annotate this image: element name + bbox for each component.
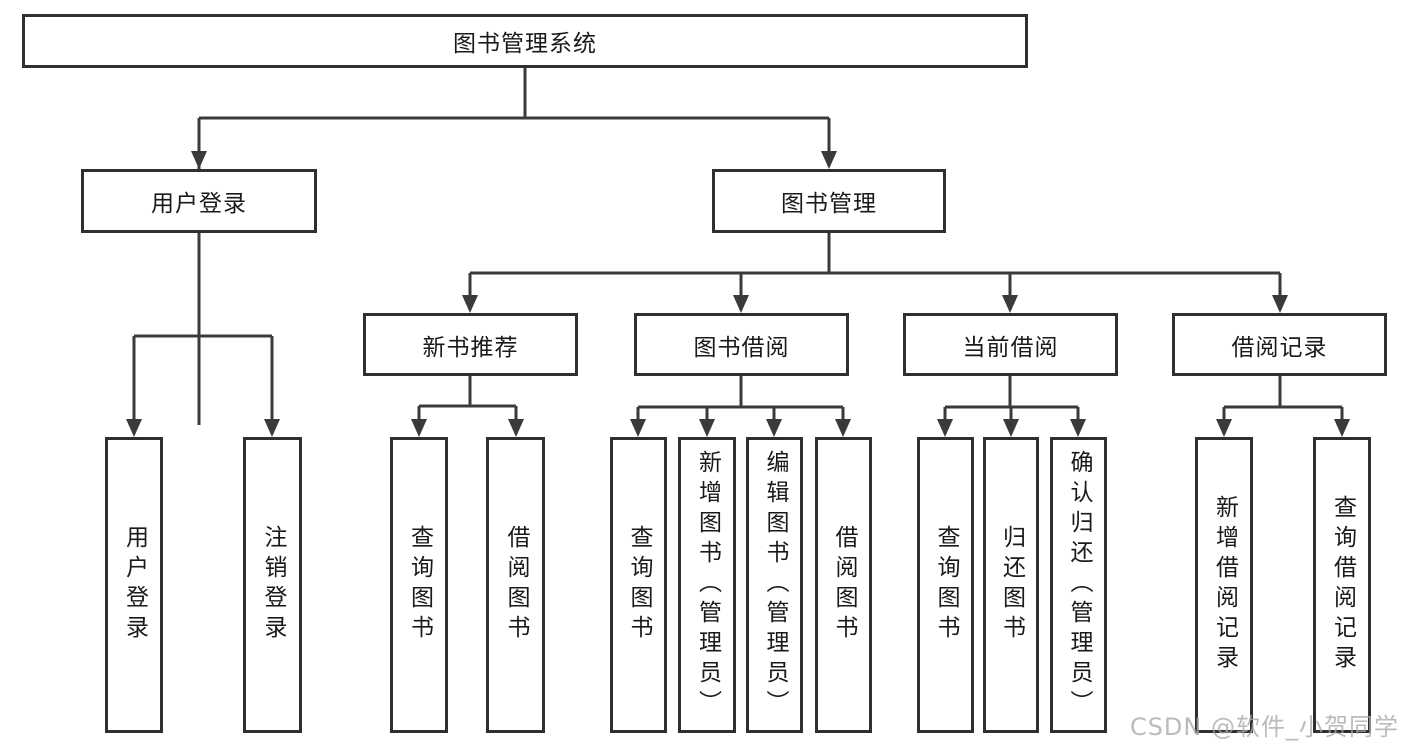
leaf-br-query-record-label: 查询借阅记录 xyxy=(1329,495,1356,675)
leaf-nbr-query-books-label: 查询图书 xyxy=(406,525,433,645)
node-borrow-records: 借阅记录 xyxy=(1172,313,1387,376)
leaf-bb-edit-books-admin-label: 编辑图书（管理员） xyxy=(762,450,788,720)
csdn-watermark: CSDN @软件_小贺同学 xyxy=(1129,713,1399,741)
node-book-borrow: 图书借阅 xyxy=(634,313,849,376)
leaf-bb-add-books-admin-label: 新增图书（管理员） xyxy=(694,450,721,720)
edge-user-login-subtree xyxy=(132,233,274,424)
node-current-borrow: 当前借阅 xyxy=(903,313,1118,376)
node-book-management-label: 图书管理 xyxy=(781,191,877,217)
leaf-cb-query-books: 查询图书 xyxy=(917,437,974,733)
node-current-borrow-label: 当前借阅 xyxy=(962,334,1059,361)
node-book-management: 图书管理 xyxy=(712,169,946,233)
leaf-br-query-record: 查询借阅记录 xyxy=(1313,437,1371,733)
leaf-bb-edit-books-admin: 编辑图书（管理员） xyxy=(746,437,803,733)
leaf-user-login-label: 用户登录 xyxy=(121,525,148,645)
leaf-cb-query-books-label: 查询图书 xyxy=(933,525,959,645)
node-user-login: 用户登录 xyxy=(81,169,317,233)
node-book-borrow-label: 图书借阅 xyxy=(693,334,790,361)
node-root-label: 图书管理系统 xyxy=(453,31,597,57)
leaf-bb-query-books-label: 查询图书 xyxy=(626,525,652,645)
edge-book-mgmt-to-level3 xyxy=(468,233,1282,301)
leaf-cb-confirm-return-admin: 确认归还（管理员） xyxy=(1050,437,1107,733)
node-new-book-recommend-label: 新书推荐 xyxy=(422,334,519,361)
edge-current-borrow-subtree xyxy=(943,376,1080,424)
leaf-bb-add-books-admin: 新增图书（管理员） xyxy=(678,437,736,733)
leaf-br-add-record: 新增借阅记录 xyxy=(1195,437,1253,733)
leaf-nbr-borrow-books-label: 借阅图书 xyxy=(503,525,529,645)
leaf-nbr-borrow-books: 借阅图书 xyxy=(486,437,545,733)
node-user-login-label: 用户登录 xyxy=(151,191,247,217)
leaf-logout: 注销登录 xyxy=(243,437,302,733)
leaf-bb-borrow-books-label: 借阅图书 xyxy=(831,525,857,645)
leaf-nbr-query-books: 查询图书 xyxy=(390,437,448,733)
node-new-book-recommend: 新书推荐 xyxy=(363,313,578,376)
leaf-bb-query-books: 查询图书 xyxy=(610,437,667,733)
leaf-cb-return-books: 归还图书 xyxy=(983,437,1039,733)
edge-book-borrow-subtree xyxy=(636,376,845,424)
edge-root-to-level2 xyxy=(197,68,831,425)
leaf-user-login: 用户登录 xyxy=(105,437,163,733)
leaf-cb-confirm-return-admin-label: 确认归还（管理员） xyxy=(1066,450,1092,720)
arrowheads xyxy=(126,151,1350,437)
node-root: 图书管理系统 xyxy=(22,14,1028,68)
leaf-br-add-record-label: 新增借阅记录 xyxy=(1211,495,1238,675)
node-borrow-records-label: 借阅记录 xyxy=(1231,334,1328,361)
leaf-cb-return-books-label: 归还图书 xyxy=(998,525,1025,645)
edge-new-book-subtree xyxy=(417,376,518,424)
edge-borrow-record-subtree xyxy=(1222,376,1344,424)
leaf-bb-borrow-books: 借阅图书 xyxy=(815,437,872,733)
leaf-logout-label: 注销登录 xyxy=(260,525,286,645)
